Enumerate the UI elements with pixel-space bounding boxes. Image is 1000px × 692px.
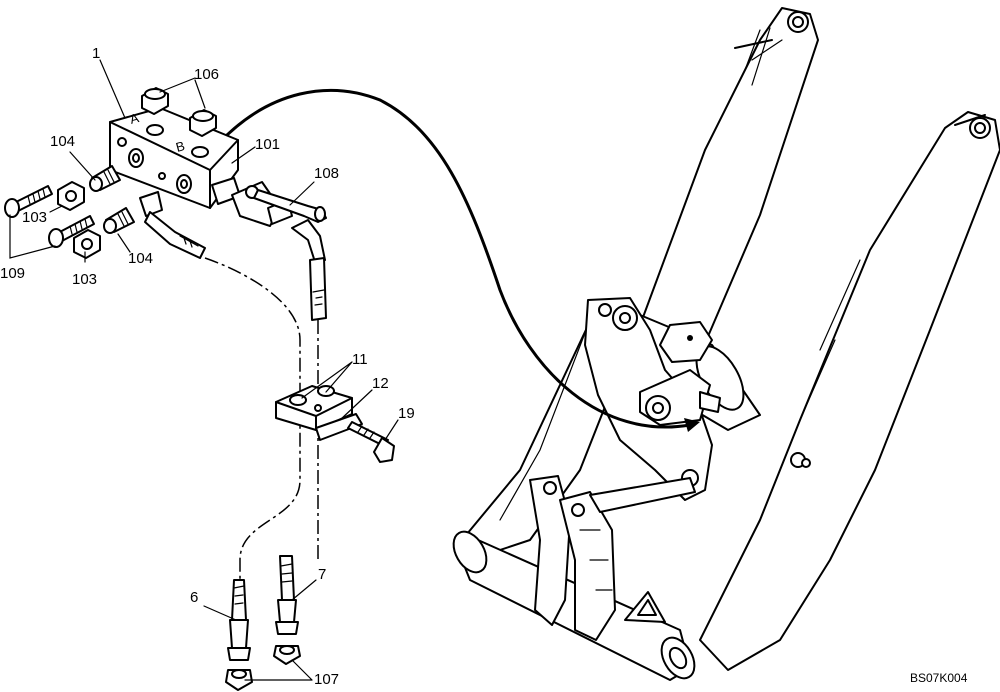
- ball-valve-101-108: [211, 177, 327, 227]
- callout-7: 7: [318, 566, 327, 583]
- callout-103-upper: 103: [22, 209, 48, 226]
- callout-leader-lines: [9, 59, 399, 681]
- callout-109: 109: [0, 265, 26, 282]
- hose-elbow-fittings: [139, 191, 327, 321]
- callout-19: 19: [398, 405, 415, 422]
- callout-103-lower: 103: [72, 271, 98, 288]
- callout-107: 107: [314, 671, 340, 688]
- loader-arm-assembly: [452, 7, 1000, 681]
- callout-1: 1: [92, 45, 101, 62]
- callout-104-upper: 104: [50, 133, 76, 150]
- hose-clamp-assembly: [275, 385, 395, 463]
- bolts-nuts-adapters: [4, 165, 135, 259]
- drawing-code: BS07K004: [910, 671, 968, 685]
- hose-ends-and-caps: [225, 555, 301, 691]
- callout-11: 11: [352, 351, 368, 368]
- callout-12: 12: [372, 375, 389, 392]
- hydraulic-routing-line: [218, 88, 691, 429]
- routing-arrowhead: [684, 418, 700, 432]
- callout-104-lower: 104: [128, 250, 154, 267]
- callout-108: 108: [314, 165, 340, 182]
- callout-101: 101: [255, 136, 281, 153]
- callout-6: 6: [190, 589, 199, 606]
- callout-106: 106: [194, 66, 220, 83]
